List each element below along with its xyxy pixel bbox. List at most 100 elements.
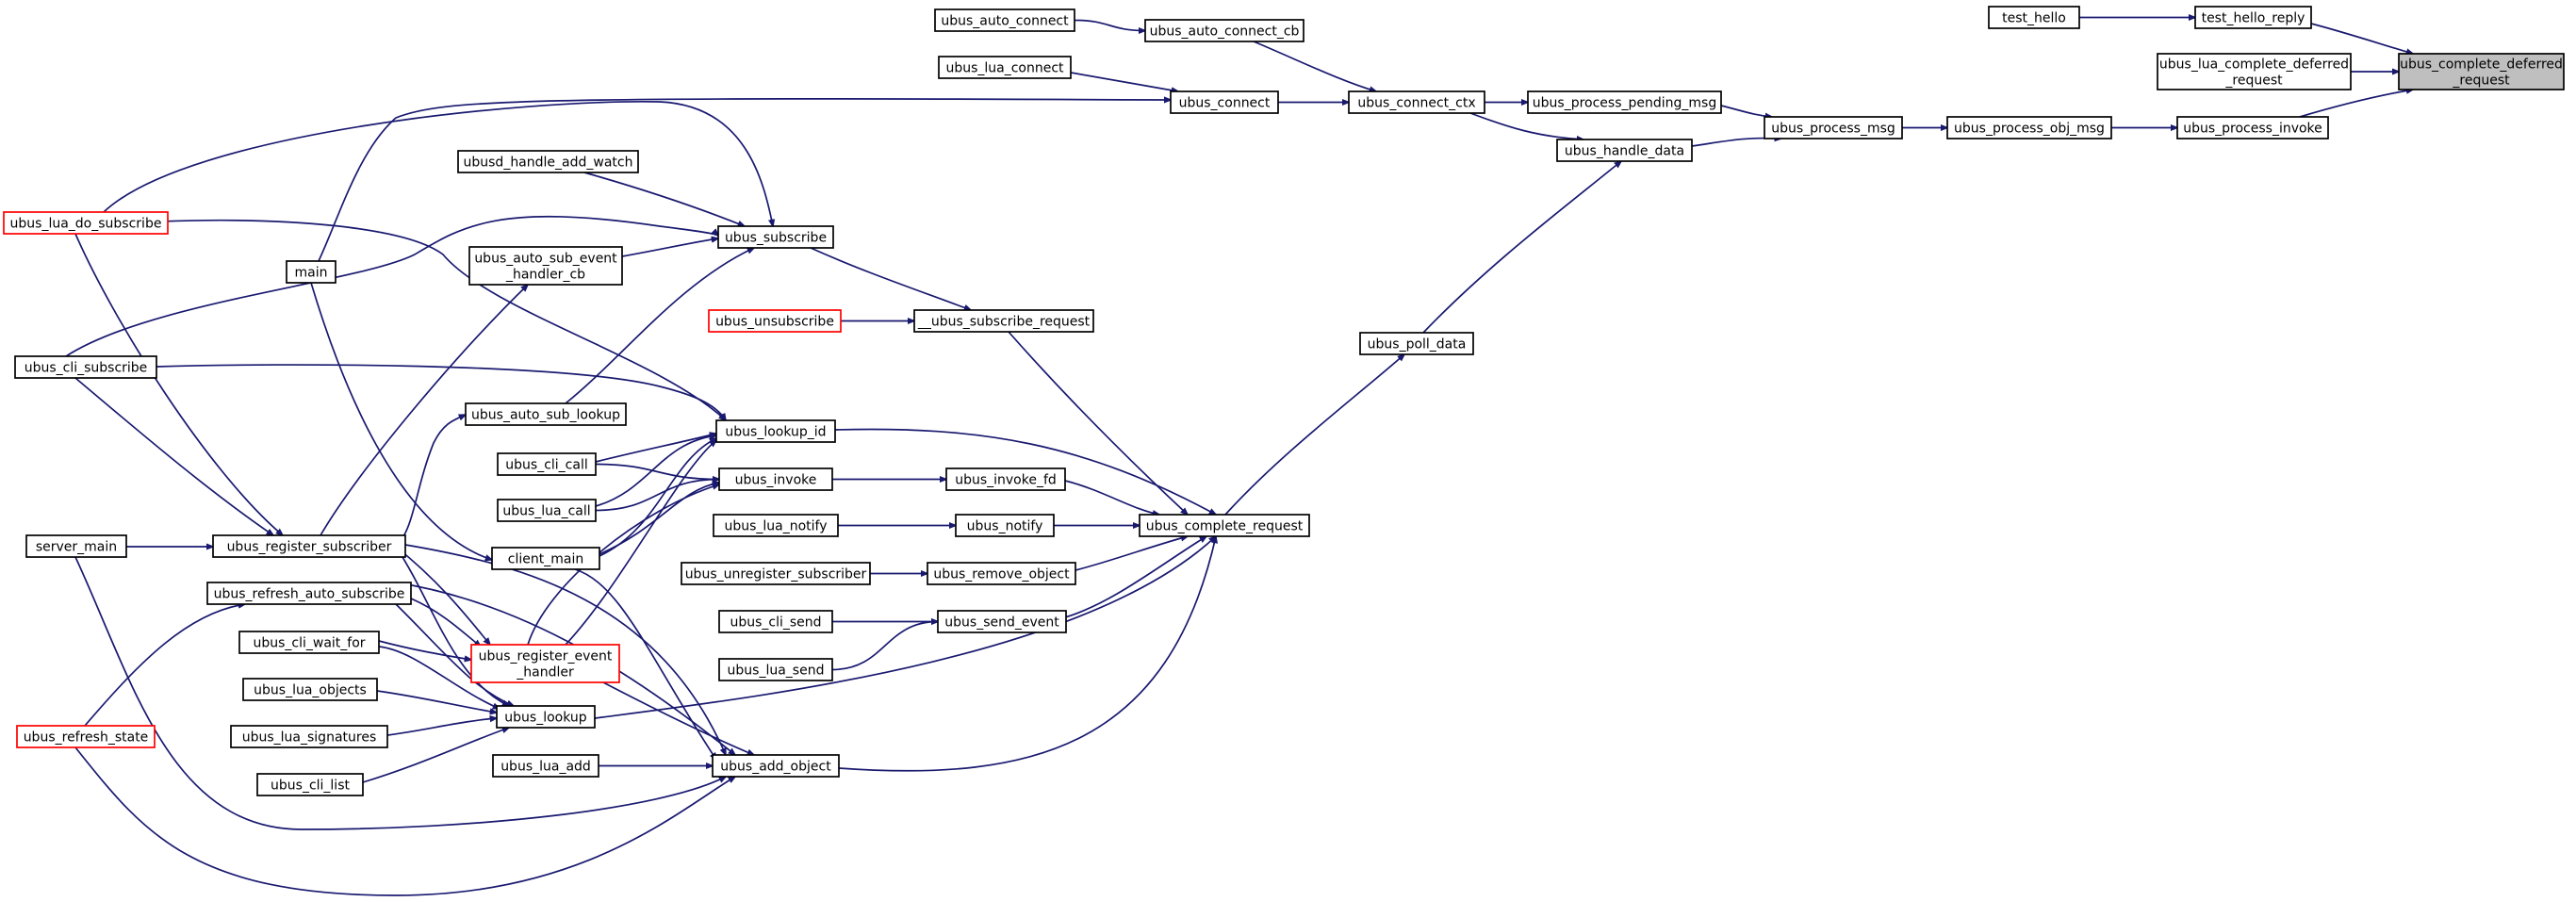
node-ubus-handle-data[interactable]: ubus_handle_data <box>1556 139 1693 162</box>
node-test-hello-reply[interactable]: test_hello_reply <box>2194 6 2312 29</box>
node-ubus-remove-object[interactable]: ubus_remove_object <box>927 562 1076 585</box>
node-ubus-lua-complete-deferred-request[interactable]: ubus_lua_complete_deferred_request <box>2157 53 2352 90</box>
edge-ubus_lua_objects-to-ubus_lookup <box>376 690 497 713</box>
node-box <box>1359 332 1474 355</box>
node-ubus-subscribe-request[interactable]: __ubus_subscribe_request <box>913 309 1094 333</box>
node-ubus-cli-send[interactable]: ubus_cli_send <box>718 610 833 633</box>
node-label: ubus_cli_send <box>730 615 821 631</box>
node-ubus-lua-signatures[interactable]: ubus_lua_signatures <box>230 725 388 748</box>
node-test-hello[interactable]: test_hello <box>1988 6 2080 29</box>
node-box <box>457 150 639 173</box>
node-box <box>468 246 623 286</box>
node-box <box>1764 116 1903 139</box>
node-label: ubus_notify <box>967 519 1043 534</box>
node-label: ubus_register_subscriber <box>227 540 392 555</box>
node-label: _handler_cb <box>505 268 585 283</box>
node-box <box>937 610 1067 633</box>
node-ubus-lua-call[interactable]: ubus_lua_call <box>497 499 597 522</box>
node-ubus-lookup[interactable]: ubus_lookup <box>496 705 596 729</box>
node-ubusd-handle-add-watch[interactable]: ubusd_handle_add_watch <box>457 150 639 173</box>
edge-ubus_cli_call-to-ubus_invoke <box>595 463 719 480</box>
node-ubus-auto-connect-cb[interactable]: ubus_auto_connect_cb <box>1144 19 1304 42</box>
node-box <box>2194 6 2312 29</box>
node-ubus-notify[interactable]: ubus_notify <box>955 514 1055 537</box>
edge-ubus_register_event_handler-to-ubus_invoke <box>527 484 719 646</box>
node-label: ubus_add_object <box>720 760 831 775</box>
node-label: ubus_unregister_subscriber <box>685 567 867 582</box>
node-ubus-send-event[interactable]: ubus_send_event <box>937 610 1067 633</box>
node-ubus-process-invoke[interactable]: ubus_process_invoke <box>2176 116 2329 139</box>
edge-ubus_auto_sub_lookup-to-ubus_subscribe <box>565 248 754 404</box>
node-label: ubus_lua_call <box>502 504 590 519</box>
edge-ubus_refresh_state-to-ubus_refresh_auto_subscribe <box>84 604 245 727</box>
node-label: ubus_send_event <box>944 615 1059 631</box>
node-box <box>3 211 169 235</box>
edge-ubus_refresh_auto_subscribe-to-ubus_lookup <box>395 603 514 707</box>
node-label: ubus_cli_list <box>271 779 350 794</box>
edge-ubus_cli_wait_for-to-ubus_lookup <box>378 646 500 710</box>
node-ubus-add-object[interactable]: ubus_add_object <box>712 754 840 778</box>
node-box <box>913 309 1094 333</box>
node-box <box>934 8 1075 32</box>
node-ubus-auto-sub-event-handler-cb[interactable]: ubus_auto_sub_event_handler_cb <box>468 246 623 286</box>
node-ubus-auto-connect[interactable]: ubus_auto_connect <box>934 8 1075 32</box>
edge-ubus_refresh_auto_subscribe-to-ubus_register_event_handler <box>410 598 481 647</box>
node-ubus-lua-do-subscribe[interactable]: ubus_lua_do_subscribe <box>3 211 169 235</box>
node-server-main[interactable]: server_main <box>25 534 127 558</box>
node-label: ubus_auto_sub_event <box>474 252 617 267</box>
node-box <box>1144 19 1304 42</box>
node-label: _request <box>2452 74 2510 89</box>
node-ubus-lua-notify[interactable]: ubus_lua_notify <box>713 514 839 537</box>
node-ubus-connect[interactable]: ubus_connect <box>1170 90 1279 114</box>
node-ubus-connect-ctx[interactable]: ubus_connect_ctx <box>1348 90 1485 114</box>
node-box <box>1527 90 1722 114</box>
node-ubus-invoke-fd[interactable]: ubus_invoke_fd <box>945 467 1066 491</box>
edge-ubus_cli_call-to-ubus_lookup_id <box>595 434 716 463</box>
node-box <box>1988 6 2080 29</box>
node-ubus-lua-connect[interactable]: ubus_lua_connect <box>938 56 1072 79</box>
node-ubus-process-pending-msg[interactable]: ubus_process_pending_msg <box>1527 90 1722 114</box>
node-ubus-complete-deferred-request[interactable]: ubus_complete_deferred_request <box>2398 53 2565 90</box>
node-ubus-process-obj-msg[interactable]: ubus_process_obj_msg <box>1946 116 2112 139</box>
node-box <box>2398 53 2565 90</box>
edge-ubus_auto_sub_event_handler_cb-to-ubus_subscribe <box>621 238 718 257</box>
node-box <box>938 56 1072 79</box>
node-box <box>206 582 412 605</box>
node-ubus-cli-call[interactable]: ubus_cli_call <box>497 452 597 476</box>
node-ubus-complete-request[interactable]: ubus_complete_request <box>1139 514 1310 537</box>
node-main[interactable]: main <box>286 260 336 284</box>
node-ubus-lookup-id[interactable]: ubus_lookup_id <box>715 419 836 443</box>
node-box <box>955 514 1055 537</box>
node-ubus-process-msg[interactable]: ubus_process_msg <box>1764 116 1903 139</box>
node-ubus-cli-list[interactable]: ubus_cli_list <box>256 773 364 796</box>
node-ubus-cli-wait-for[interactable]: ubus_cli_wait_for <box>238 631 380 654</box>
node-ubus-unregister-subscriber[interactable]: ubus_unregister_subscriber <box>681 562 871 585</box>
node-ubus-refresh-state[interactable]: ubus_refresh_state <box>16 725 156 748</box>
edge-ubus_cli_subscribe-to-ubus_lookup_id <box>156 364 726 420</box>
node-box <box>712 754 840 778</box>
node-ubus-register-subscriber[interactable]: ubus_register_subscriber <box>212 534 406 558</box>
node-ubus-register-event-handler[interactable]: ubus_register_event_handler <box>470 644 620 683</box>
node-box <box>708 309 842 333</box>
node-client-main[interactable]: client_main <box>491 547 600 570</box>
node-ubus-subscribe[interactable]: ubus_subscribe <box>717 225 834 249</box>
node-box <box>470 644 620 683</box>
node-label: ubus_connect <box>1179 96 1271 111</box>
node-ubus-auto-sub-lookup[interactable]: ubus_auto_sub_lookup <box>465 402 627 426</box>
node-ubus-lua-add[interactable]: ubus_lua_add <box>492 754 599 778</box>
node-box <box>14 355 157 379</box>
node-box <box>492 754 599 778</box>
node-label: ubus_lookup_id <box>725 425 826 440</box>
node-layer: ubus_complete_deferred_request test_hello… <box>3 6 2565 796</box>
node-box <box>718 467 833 491</box>
node-ubus-poll-data[interactable]: ubus_poll_data <box>1359 332 1474 355</box>
node-box <box>238 631 380 654</box>
node-ubus-lua-send[interactable]: ubus_lua_send <box>718 658 833 681</box>
node-box <box>286 260 336 284</box>
node-ubus-unsubscribe[interactable]: ubus_unsubscribe <box>708 309 842 333</box>
node-ubus-refresh-auto-subscribe[interactable]: ubus_refresh_auto_subscribe <box>206 582 412 605</box>
node-box <box>717 225 834 249</box>
node-ubus-lua-objects[interactable]: ubus_lua_objects <box>242 678 378 701</box>
node-ubus-invoke[interactable]: ubus_invoke <box>718 467 833 491</box>
node-ubus-cli-subscribe[interactable]: ubus_cli_subscribe <box>14 355 157 379</box>
